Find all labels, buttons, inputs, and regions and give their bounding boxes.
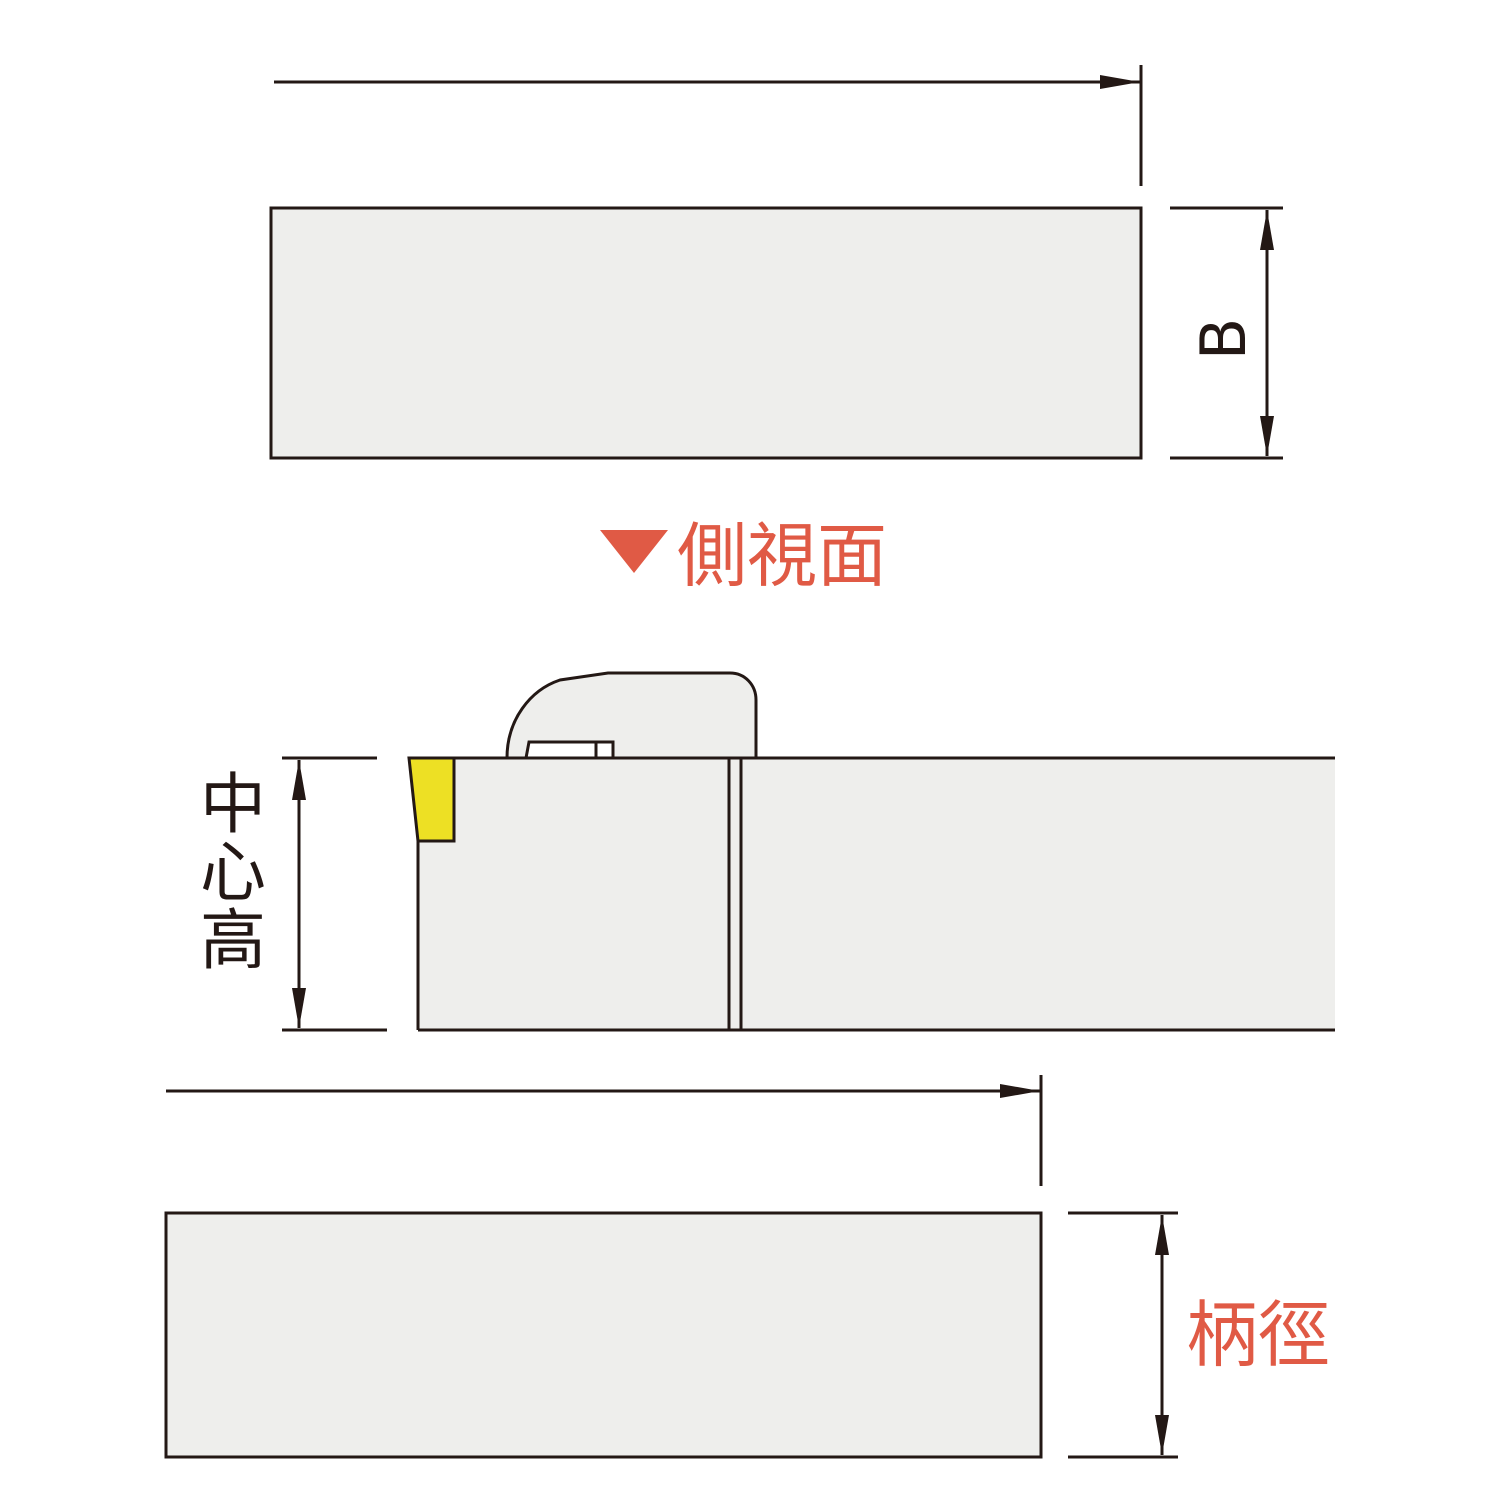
section-heading: 側視面	[600, 515, 887, 597]
top-view: B	[269, 65, 1283, 460]
center-height-label: 中 心 高	[200, 766, 266, 979]
width-label-b: B	[1187, 318, 1260, 361]
holder-shank-body	[164, 1211, 1043, 1459]
center-height-char: 中	[200, 766, 266, 843]
side-view: 中 心 高	[200, 671, 1335, 1032]
section-title: 側視面	[677, 515, 887, 597]
holder-side-body	[418, 758, 1335, 1030]
clamp	[505, 671, 758, 760]
clamp-screw-slot	[524, 740, 615, 759]
holder-top-body	[269, 206, 1143, 460]
shank-diameter-label: 柄徑	[1186, 1293, 1330, 1377]
bottom-view: 柄徑	[164, 1075, 1330, 1459]
down-triangle-icon	[600, 530, 668, 573]
cutting-insert	[407, 756, 456, 843]
center-height-char: 心	[200, 834, 266, 911]
center-height-char: 高	[200, 902, 266, 979]
